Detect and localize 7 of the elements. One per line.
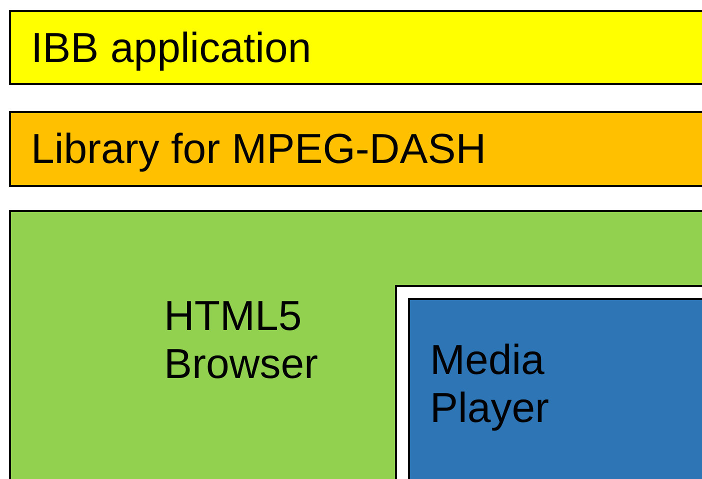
browser-box bbox=[9, 210, 702, 479]
application-layer-box bbox=[9, 10, 702, 85]
library-layer-box bbox=[9, 111, 702, 187]
layer-label: Media Player bbox=[430, 336, 550, 433]
layer-label: IBB application bbox=[31, 24, 312, 72]
layer-label: Library for MPEG-DASH bbox=[31, 125, 488, 174]
layer-label: HTML5 Browser bbox=[164, 292, 320, 389]
